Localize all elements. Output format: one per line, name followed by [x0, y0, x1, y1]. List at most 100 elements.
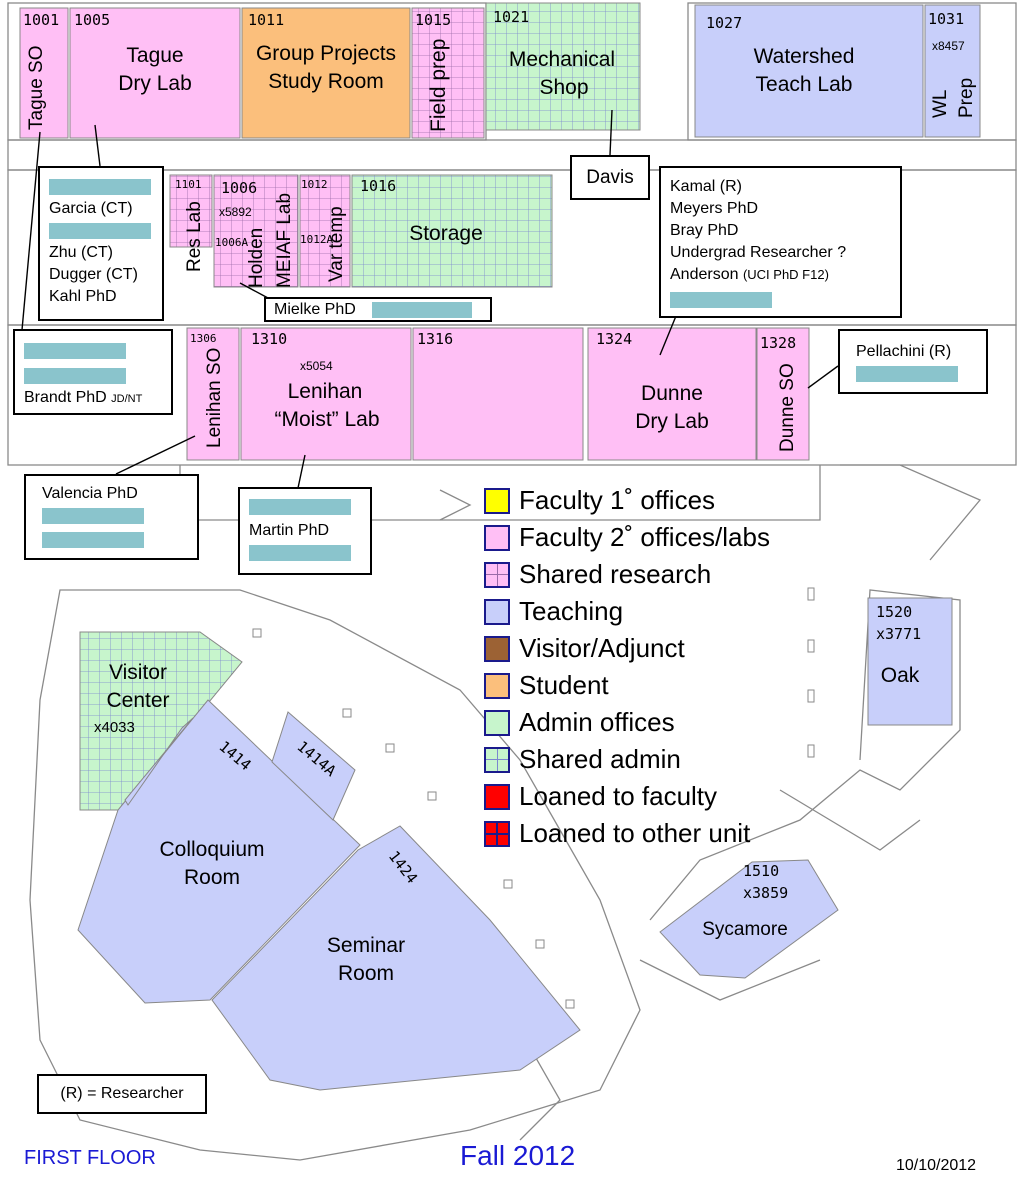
room-1520: 1520 x3771 Oak [867, 597, 953, 726]
svg-text:Tague: Tague [126, 44, 183, 67]
svg-text:Watershed: Watershed [754, 45, 855, 68]
legend-swatch [484, 635, 510, 662]
svg-text:Teach Lab: Teach Lab [756, 73, 853, 96]
svg-text:Oak: Oak [881, 664, 920, 687]
name-bar [24, 343, 126, 359]
svg-text:“Moist” Lab: “Moist” Lab [274, 408, 379, 431]
room-1310: 1310 x5054 Lenihan “Moist” Lab [240, 327, 412, 461]
floor-label: FIRST FLOOR [24, 1147, 156, 1169]
callout-mielke: Mielke PhD [264, 297, 492, 322]
structural-marks [252, 587, 815, 1009]
occupant-name: Pellachini (R) [856, 343, 952, 360]
term-label: Fall 2012 [460, 1140, 576, 1171]
svg-text:Var temp: Var temp [326, 206, 347, 282]
svg-text:1324: 1324 [596, 330, 632, 348]
legend-label: Shared research [519, 559, 712, 589]
svg-text:Dunne SO: Dunne SO [777, 363, 798, 452]
svg-text:MEIAF Lab: MEIAF Lab [274, 193, 295, 288]
svg-text:Visitor: Visitor [109, 661, 167, 684]
svg-text:1016: 1016 [360, 177, 396, 195]
legend-swatch [484, 709, 510, 736]
occupant-name: Valencia PhD [42, 485, 138, 502]
legend: Faculty 1˚ offices Faculty 2˚ offices/la… [484, 482, 770, 852]
occupant-name: Zhu (CT) [49, 244, 113, 261]
name-bar [24, 368, 126, 384]
callout-kamal-group: Kamal (R) Meyers PhD Bray PhD Undergrad … [659, 166, 902, 318]
svg-text:Field prep: Field prep [427, 39, 450, 132]
room-1021: 1021 Mechanical Shop [485, 2, 641, 131]
callout-brandt: Brandt PhD JD/NT [13, 329, 173, 415]
legend-label: Faculty 1˚ offices [519, 485, 716, 515]
occupant-name: Kamal (R) [670, 178, 743, 195]
callout-martin: Martin PhD [238, 487, 372, 575]
svg-text:1101: 1101 [175, 178, 202, 191]
svg-text:1006A: 1006A [215, 236, 248, 249]
room-1016: 1016 Storage [351, 174, 553, 288]
name-bar [670, 292, 772, 308]
name-bar [249, 499, 351, 515]
callout-leaders [21, 109, 839, 489]
callout-davis: Davis [570, 155, 650, 200]
room-visitor-center: Visitor Center x4033 [79, 631, 243, 811]
room-1510: 1510 x3859 Sycamore [659, 859, 839, 979]
svg-text:x5054: x5054 [300, 359, 333, 373]
svg-text:1310: 1310 [251, 330, 287, 348]
svg-text:Colloquium: Colloquium [159, 838, 264, 861]
name-bar [856, 366, 958, 382]
svg-text:Dunne: Dunne [641, 382, 703, 405]
room-1316: 1316 [412, 327, 584, 461]
svg-text:Holden: Holden [246, 228, 267, 288]
svg-text:Group Projects: Group Projects [256, 42, 396, 65]
svg-text:x3771: x3771 [876, 625, 921, 643]
name-bar [249, 545, 351, 561]
legend-label: Visitor/Adjunct [519, 633, 685, 663]
legend-swatch [484, 561, 510, 588]
room-1414a: 1414A [271, 711, 356, 821]
svg-text:1031: 1031 [928, 10, 964, 28]
svg-text:1316: 1316 [417, 330, 453, 348]
legend-item: Shared admin [484, 741, 770, 778]
svg-text:1006: 1006 [221, 179, 257, 197]
legend-item: Student [484, 667, 770, 704]
room-1015: 1015 Field prep [411, 7, 485, 139]
legend-item: Visitor/Adjunct [484, 630, 770, 667]
svg-text:1001: 1001 [23, 11, 59, 29]
svg-text:1011: 1011 [248, 11, 284, 29]
legend-label: Faculty 2˚ offices/labs [519, 522, 770, 552]
name-bar [371, 301, 472, 318]
room-1328: 1328 Dunne SO [756, 327, 810, 461]
svg-text:Prep: Prep [956, 78, 977, 118]
svg-text:Study Room: Study Room [268, 70, 384, 93]
occupant-note: JD/NT [111, 393, 143, 405]
room-1012: 1012 1012A Var temp [299, 174, 351, 288]
callout-garcia-group: Garcia (CT) Zhu (CT) Dugger (CT) Kahl Ph… [38, 166, 164, 321]
researcher-key-label: (R) = Researcher [60, 1085, 184, 1102]
legend-item: Admin offices [484, 704, 770, 741]
svg-text:1520: 1520 [876, 603, 912, 621]
svg-text:Room: Room [338, 962, 394, 985]
callout-pellachini: Pellachini (R) [838, 329, 988, 394]
occupant-name: Kahl PhD [49, 288, 117, 305]
legend-swatch [484, 820, 510, 847]
name-bar [49, 179, 151, 195]
svg-text:Storage: Storage [409, 222, 483, 245]
occupant-name: Anderson [670, 266, 739, 283]
svg-text:Room: Room [184, 866, 240, 889]
legend-label: Student [519, 670, 609, 700]
legend-swatch [484, 783, 510, 810]
name-bar [42, 532, 144, 548]
legend-swatch [484, 746, 510, 773]
legend-label: Teaching [519, 596, 624, 626]
name-bar [49, 223, 151, 239]
svg-text:1510: 1510 [743, 862, 779, 880]
legend-swatch [484, 672, 510, 699]
svg-text:1328: 1328 [760, 334, 796, 352]
legend-label: Loaned to faculty [519, 781, 718, 811]
occupant-name: Undergrad Researcher ? [670, 244, 847, 261]
svg-text:Res Lab: Res Lab [184, 201, 205, 272]
svg-text:1306: 1306 [190, 332, 217, 345]
svg-text:1021: 1021 [493, 8, 529, 26]
room-1027: 1027 Watershed Teach Lab [694, 4, 924, 138]
svg-text:1012A: 1012A [300, 233, 333, 246]
room-1306: 1306 Lenihan SO [186, 327, 240, 461]
